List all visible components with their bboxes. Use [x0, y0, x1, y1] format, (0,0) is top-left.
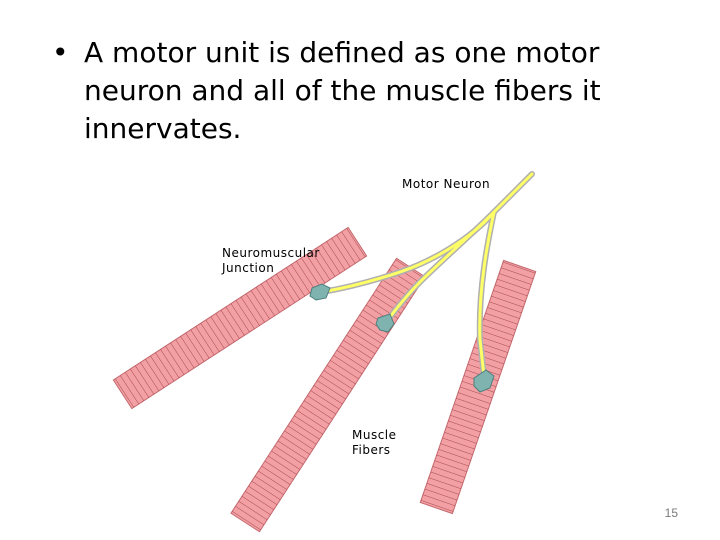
junction-2 — [375, 313, 395, 333]
label-fibers: Fibers — [352, 443, 391, 457]
label-muscle: Muscle — [352, 428, 397, 442]
axon-branch-2 — [384, 210, 496, 324]
bullet-point: • A motor unit is defined as one motor n… — [52, 34, 692, 148]
page-number: 15 — [664, 506, 678, 520]
label-motor-neuron: Motor Neuron — [402, 177, 490, 191]
bullet-symbol: • — [52, 36, 69, 69]
axon-trunk — [492, 172, 534, 214]
label-junction: Junction — [221, 261, 274, 275]
neuromuscular-junctions — [309, 283, 495, 393]
junction-1 — [309, 283, 331, 301]
axon-branch-3 — [478, 210, 496, 378]
muscle-fiber-1 — [112, 226, 368, 410]
bullet-text: A motor unit is defined as one motor neu… — [84, 36, 601, 145]
junction-3 — [473, 369, 495, 393]
motor-neuron — [319, 171, 535, 379]
label-neuromuscular: Neuromuscular — [222, 246, 320, 260]
